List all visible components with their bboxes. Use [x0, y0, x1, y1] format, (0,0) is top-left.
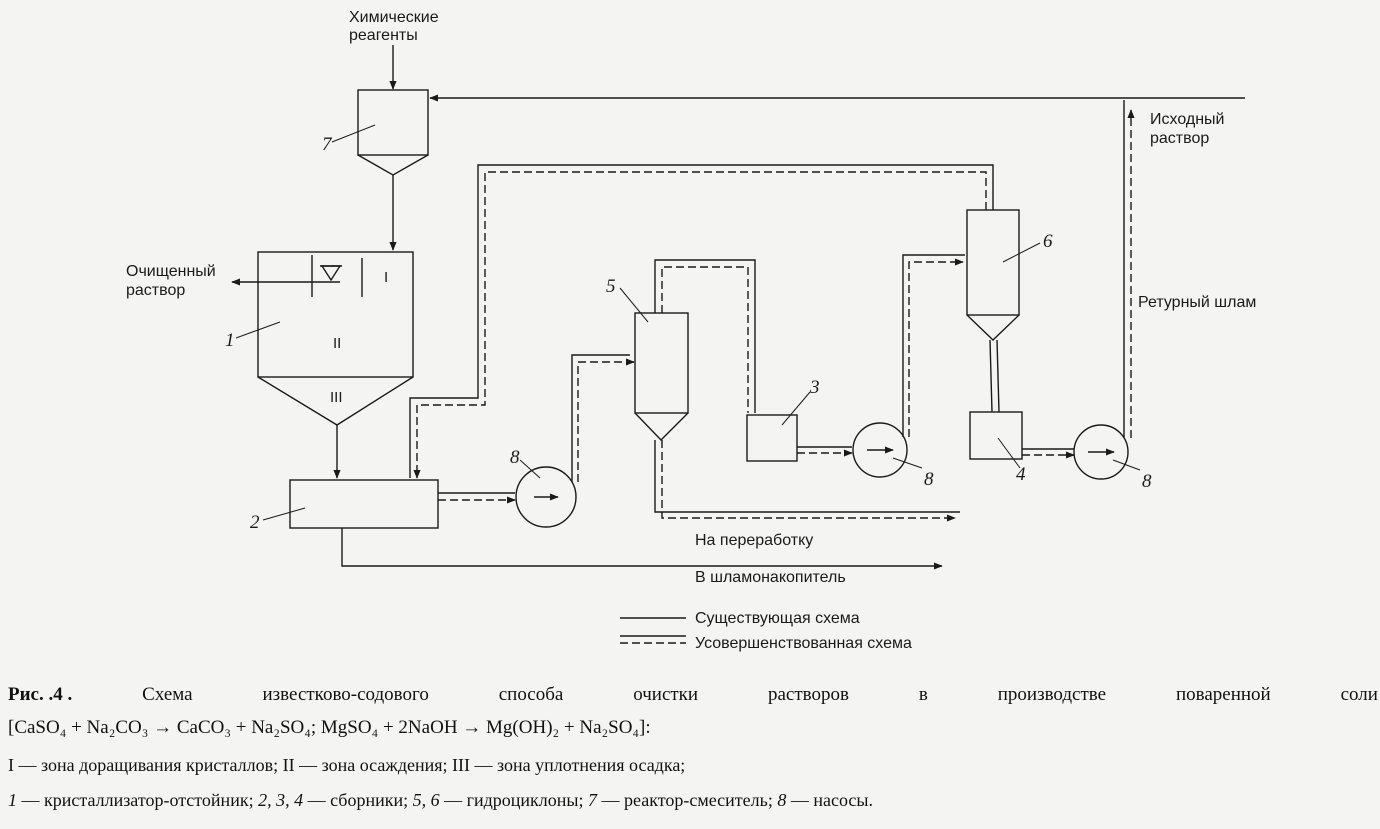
zone-label-3: III — [330, 389, 343, 406]
caption-word: производстве — [997, 684, 1107, 705]
caption-word: растворов — [767, 684, 849, 705]
number-6: 6 — [1043, 231, 1053, 252]
number-7: 7 — [322, 134, 333, 155]
caption-word: известково-содового — [262, 684, 429, 705]
label-source-solution-2: раствор — [1150, 130, 1209, 147]
number-1: 1 — [225, 330, 235, 351]
label-to-processing: На переработку — [695, 532, 813, 549]
legend-text: — гидроциклоны; — [439, 790, 588, 810]
caption-word: соли — [1340, 684, 1378, 705]
collector-2 — [289, 479, 439, 529]
legend-improved: Усовершенствованная схема — [695, 635, 912, 652]
legend-existing: Существующая схема — [695, 610, 860, 627]
caption-word: поваренной — [1175, 684, 1271, 705]
collector-4 — [969, 411, 1023, 460]
number-leaders — [235, 124, 1141, 521]
hydrocyclone-6 — [966, 209, 1020, 341]
pump-8-middle — [852, 422, 908, 478]
collector-3 — [746, 414, 798, 462]
figure-label: Рис. .4 . — [8, 684, 73, 705]
number-3: 3 — [809, 377, 820, 398]
caption-line-1: Рис. .4 . Схема известково-содового спос… — [8, 684, 1378, 706]
legend-num: 1 — [8, 790, 17, 810]
process-flow-diagram: Химические реагенты Исходный раствор Очи… — [126, 9, 1256, 652]
number-4: 4 — [1016, 464, 1026, 485]
legend-num: 7 — [588, 790, 597, 810]
legend-text: — насосы. — [786, 790, 873, 810]
caption-legend: 1 — кристаллизатор-отстойник; 2, 3, 4 — … — [8, 790, 1378, 811]
number-5: 5 — [606, 276, 616, 297]
zone-label-2: II — [333, 335, 341, 352]
sludge-storage-line — [341, 528, 943, 570]
legend-num: 8 — [777, 790, 787, 810]
zone-label-1: I — [384, 269, 388, 286]
legend-lines — [620, 617, 686, 644]
reactor-mixer-7 — [357, 89, 429, 176]
number-8-right: 8 — [1142, 471, 1152, 492]
hydrocyclone-5 — [634, 312, 689, 441]
caption-equation: [CaSO₄ + Na₂CO₃ → CaCO₃ + Na₂SO₄; MgSO₄ … — [8, 717, 651, 738]
label-purified-solution: Очищенный — [126, 263, 216, 280]
legend-num: 2, 3, 4 — [258, 790, 304, 810]
label-chemical-reagents: Химические — [349, 9, 439, 26]
caption-zones: I — зона доращивания кристаллов; II — зо… — [8, 755, 686, 775]
legend-text: — сборники; — [303, 790, 413, 810]
caption-word: в — [918, 684, 928, 705]
label-purified-solution-2: раствор — [126, 282, 185, 299]
legend-text: — реактор-смеситель; — [597, 790, 778, 810]
legend-num: 5, 6 — [412, 790, 440, 810]
label-to-sludge-storage: В шламонакопитель — [695, 569, 846, 586]
number-8-left: 8 — [510, 447, 520, 468]
caption-word: способа — [498, 684, 564, 705]
caption-word: очистки — [633, 684, 699, 705]
legend-text: — кристаллизатор-отстойник; — [17, 790, 259, 810]
pump-8-left — [515, 466, 577, 528]
number-2: 2 — [250, 512, 260, 533]
label-return-sludge: Ретурный шлам — [1138, 294, 1256, 311]
label-source-solution: Исходный — [1150, 111, 1224, 128]
number-8-middle: 8 — [924, 469, 934, 490]
label-chemical-reagents-2: реагенты — [349, 27, 418, 44]
improved-scheme-piping — [409, 100, 1135, 522]
caption-word: Схема — [142, 684, 193, 705]
